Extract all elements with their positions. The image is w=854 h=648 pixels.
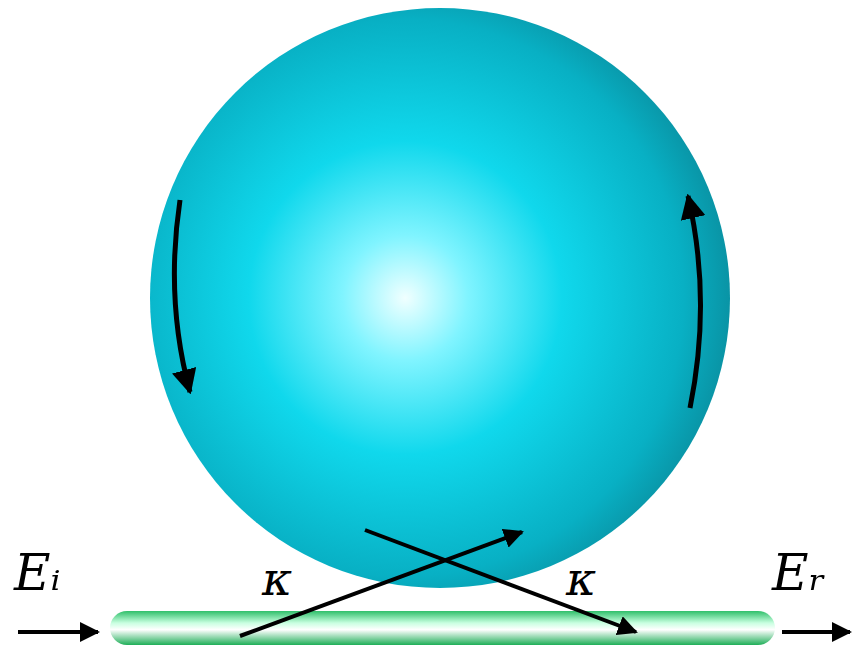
output-arrow [782, 630, 850, 634]
microsphere [150, 8, 730, 588]
circulation-arrow [174, 200, 190, 392]
circulation-arrow [688, 196, 701, 408]
input-arrow [18, 630, 98, 634]
coupling-arrow [240, 532, 522, 636]
waveguide [110, 611, 775, 645]
field-label: Eᵣ [772, 548, 826, 598]
coupling-arrow [365, 530, 636, 632]
coupling-label: κ [262, 556, 292, 602]
field-label: Eᵢ [14, 548, 61, 598]
coupling-label: κ [566, 556, 596, 602]
